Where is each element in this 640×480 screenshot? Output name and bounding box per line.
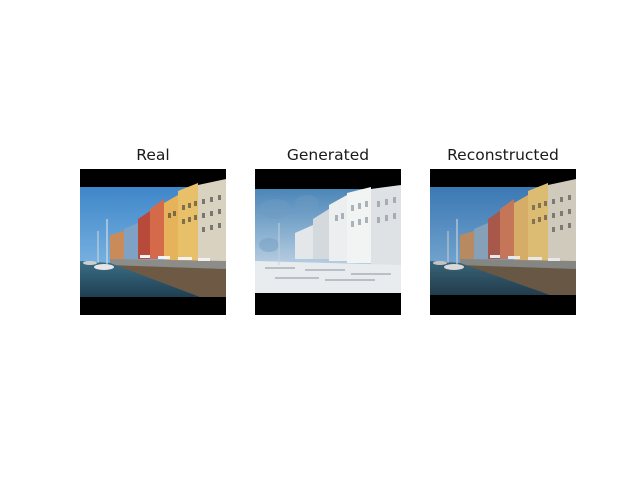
panel-generated: Generated: [255, 145, 401, 315]
panel-title-real: Real: [136, 146, 170, 164]
image-real: [80, 169, 226, 315]
panel-title-generated: Generated: [286, 146, 370, 164]
image-reconstructed: [430, 169, 576, 315]
image-generated: [255, 169, 401, 315]
panel-title-reconstructed: Reconstructed: [447, 146, 559, 164]
panel-real: Real: [80, 145, 226, 315]
panel-reconstructed: Reconstructed: [430, 145, 576, 315]
